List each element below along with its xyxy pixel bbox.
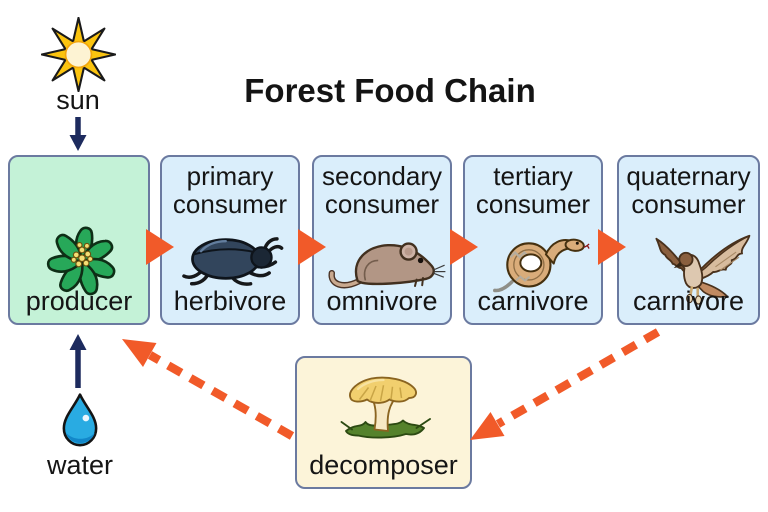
decomposer-to-producer-arrow — [122, 339, 295, 440]
quaternary-to-decomposer-arrow — [470, 328, 661, 440]
producer-box: producer — [8, 155, 150, 325]
tertiary-consumer-box: tertiary consumer carnivore — [463, 155, 603, 325]
water-to-producer-arrow — [69, 334, 87, 388]
primary-consumer-role: primary consumer — [172, 161, 288, 220]
carnivore-label-2: carnivore — [632, 286, 745, 316]
snake-icon — [493, 238, 590, 293]
producer-label: producer — [25, 286, 133, 316]
mouse-icon — [328, 242, 446, 289]
quaternary-consumer-role: quaternary consumer — [626, 161, 751, 220]
decomposer-box: decomposer — [295, 356, 472, 489]
sun-icon — [41, 17, 116, 92]
carnivore-label: carnivore — [477, 286, 589, 316]
secondary-consumer-box: secondary consumer omnivore — [312, 155, 452, 325]
water-drop-icon — [62, 393, 98, 447]
secondary-consumer-role: secondary consumer — [322, 161, 442, 220]
omnivore-label: omnivore — [326, 286, 438, 316]
flower-icon — [46, 226, 116, 296]
quaternary-consumer-box: quaternary consumer carnivore — [617, 155, 760, 325]
beetle-icon — [182, 237, 284, 286]
sun-label: sun — [56, 85, 100, 115]
diagram-title: Forest Food Chain — [244, 72, 536, 109]
sun-to-producer-arrow — [69, 117, 87, 151]
primary-consumer-box: primary consumer herbivore — [160, 155, 300, 325]
hawk-icon — [655, 234, 751, 305]
tertiary-consumer-role: tertiary consumer — [475, 161, 591, 220]
herbivore-label: herbivore — [173, 286, 287, 316]
water-label: water — [46, 450, 114, 480]
mushroom-icon — [340, 376, 431, 439]
decomposer-label: decomposer — [309, 450, 458, 480]
